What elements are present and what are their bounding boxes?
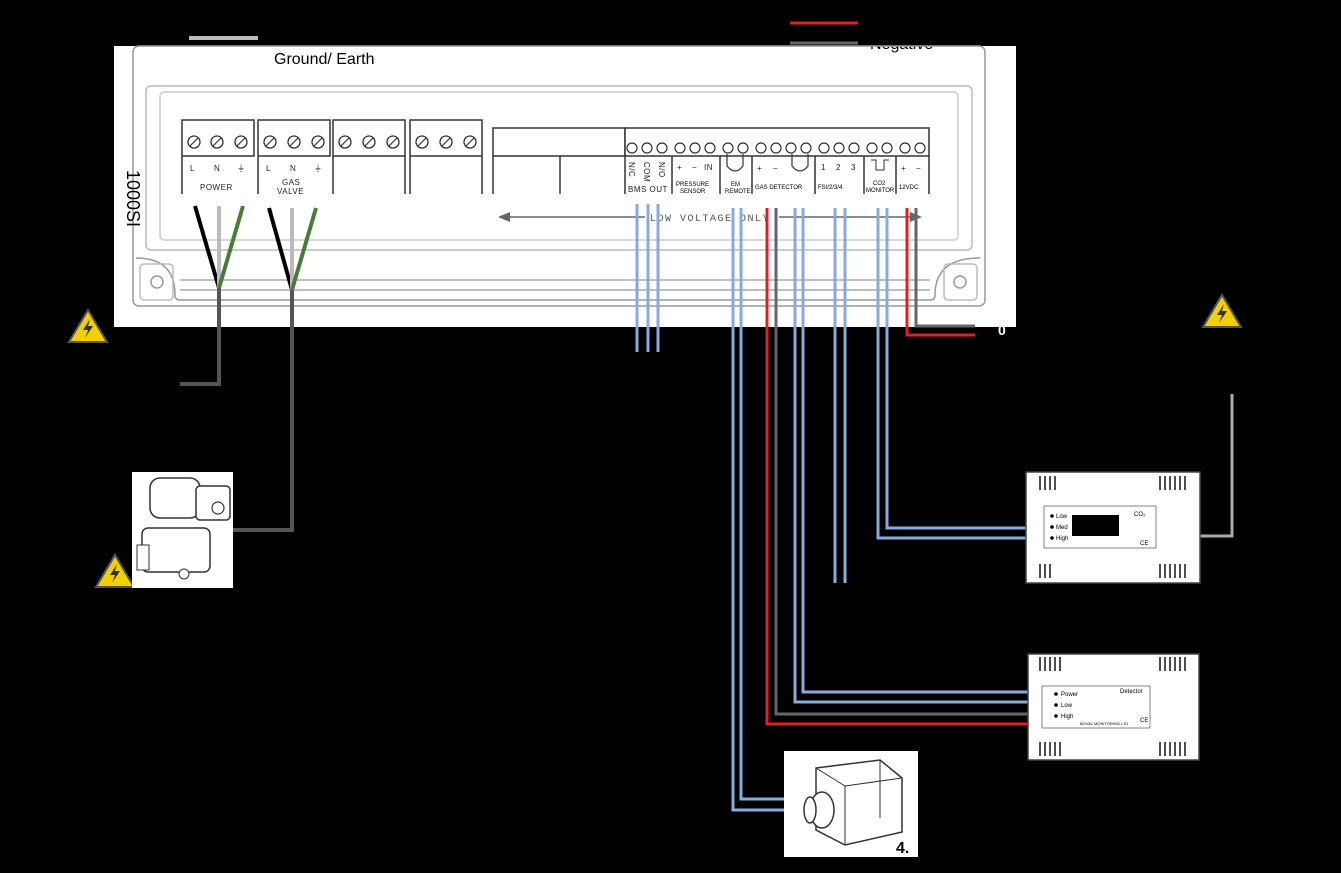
bms-label: BMS OUT bbox=[628, 185, 668, 194]
pressure-pin-minus: − bbox=[692, 163, 697, 172]
fsi-pin-3: 3 bbox=[851, 163, 856, 172]
emergency-stop-number: 4. bbox=[896, 840, 909, 857]
hazard-warning-icon bbox=[94, 553, 136, 588]
valve-terminal-label: GAS bbox=[282, 178, 300, 187]
detector-title: Detector bbox=[1120, 689, 1143, 695]
em-label-2: REMOTE bbox=[725, 189, 751, 195]
pressure-label-2: SENSOR bbox=[680, 189, 706, 195]
co2-monitor-unit: Low Med High CO₂ CE bbox=[1025, 471, 1201, 584]
edge-marker: 0 bbox=[998, 322, 1006, 338]
vdc-pin-plus: + bbox=[901, 164, 906, 173]
lv-pin-labels: N/C COM N/O BMS OUT + − IN PRESSURE SENS… bbox=[627, 154, 921, 195]
hazard-warning-icon bbox=[67, 308, 109, 343]
power-pin-earth: ⏚ bbox=[237, 164, 246, 173]
dc-supply-wires bbox=[905, 208, 975, 337]
pressure-pin-plus: + bbox=[677, 163, 682, 172]
detector-level-low: Low bbox=[1061, 703, 1073, 709]
low-voltage-label: LOW VOLTAGE ONLY bbox=[650, 214, 770, 225]
screw-terminals-lv bbox=[626, 142, 926, 154]
em-remote-wires bbox=[731, 208, 786, 812]
co2-display bbox=[1072, 515, 1119, 536]
co2-label-2: MONITOR bbox=[866, 188, 895, 194]
bms-pin-com: COM bbox=[642, 162, 651, 182]
co2-level-high: High bbox=[1056, 536, 1068, 542]
legend-label-voltfree: Volt Free bbox=[870, 56, 934, 73]
gas-valve-cable bbox=[232, 207, 318, 532]
valve-pin-earth: ⏚ bbox=[314, 164, 323, 173]
co2-level-low: Low bbox=[1056, 514, 1068, 520]
panel-enclosure bbox=[132, 45, 986, 307]
co2-level-med: Med bbox=[1056, 525, 1068, 531]
valve-pin-l: L bbox=[266, 164, 271, 173]
gas-detector-label: GAS DETECTOR bbox=[755, 185, 803, 191]
co2-supply-wire bbox=[1200, 394, 1234, 538]
detector-ce-mark: CE bbox=[1140, 718, 1148, 724]
pressure-pin-in: IN bbox=[704, 163, 713, 172]
solenoid-valve-icon bbox=[132, 472, 233, 588]
power-terminal-label: POWER bbox=[200, 183, 233, 192]
hazard-warning-icon bbox=[1201, 293, 1243, 328]
power-cable bbox=[180, 205, 245, 386]
co2-ce-mark: CE bbox=[1140, 541, 1148, 547]
pressure-label: PRESSURE bbox=[676, 182, 709, 188]
co2-vent-grilles bbox=[1039, 476, 1186, 578]
fsi-pin-2: 2 bbox=[836, 163, 841, 172]
panel-model-label: 1000SI bbox=[123, 170, 143, 227]
vdc-label: 12VDC bbox=[899, 185, 919, 191]
power-pin-n: N bbox=[214, 164, 220, 173]
co2-label: CO2 bbox=[873, 181, 886, 187]
detector-pin-minus: − bbox=[773, 164, 778, 173]
legend-label-earth: Ground/ Earth bbox=[274, 51, 375, 68]
co2-relay-icon bbox=[871, 159, 889, 171]
co2-wires bbox=[876, 208, 1028, 540]
detector-relay-icon bbox=[791, 154, 809, 172]
bms-wires bbox=[635, 204, 660, 352]
em-switch-icon bbox=[726, 154, 744, 172]
fsi-label: FSI/2/3/4 bbox=[818, 185, 843, 191]
detector-level-power: Power bbox=[1061, 692, 1078, 698]
bms-pin-nc: N/C bbox=[627, 162, 636, 177]
detector-vent-grilles bbox=[1039, 657, 1186, 756]
em-label: EM bbox=[731, 182, 740, 188]
co2-title: CO₂ bbox=[1134, 512, 1146, 518]
power-pin-l: L bbox=[190, 164, 195, 173]
emergency-stop-icon: 4. bbox=[784, 751, 918, 857]
detector-pin-plus: + bbox=[757, 164, 762, 173]
valve-terminal-label-2: VALVE bbox=[277, 187, 304, 196]
fsi-pin-1: 1 bbox=[821, 163, 826, 172]
fsi-wires bbox=[833, 208, 847, 583]
legend-label-negative: Negative bbox=[870, 36, 933, 53]
detector-footer: BOVAL MONITORING LTD bbox=[1080, 721, 1128, 726]
gas-detector-unit: Power Low High Detector BOVAL MONITORING… bbox=[1027, 653, 1200, 761]
detector-level-high: High bbox=[1061, 714, 1073, 720]
vdc-pin-minus: − bbox=[916, 164, 921, 173]
bms-pin-no: N/O bbox=[657, 162, 666, 178]
valve-pin-n: N bbox=[290, 164, 296, 173]
detector-wires bbox=[765, 208, 1028, 726]
screw-slots-left bbox=[189, 137, 475, 147]
